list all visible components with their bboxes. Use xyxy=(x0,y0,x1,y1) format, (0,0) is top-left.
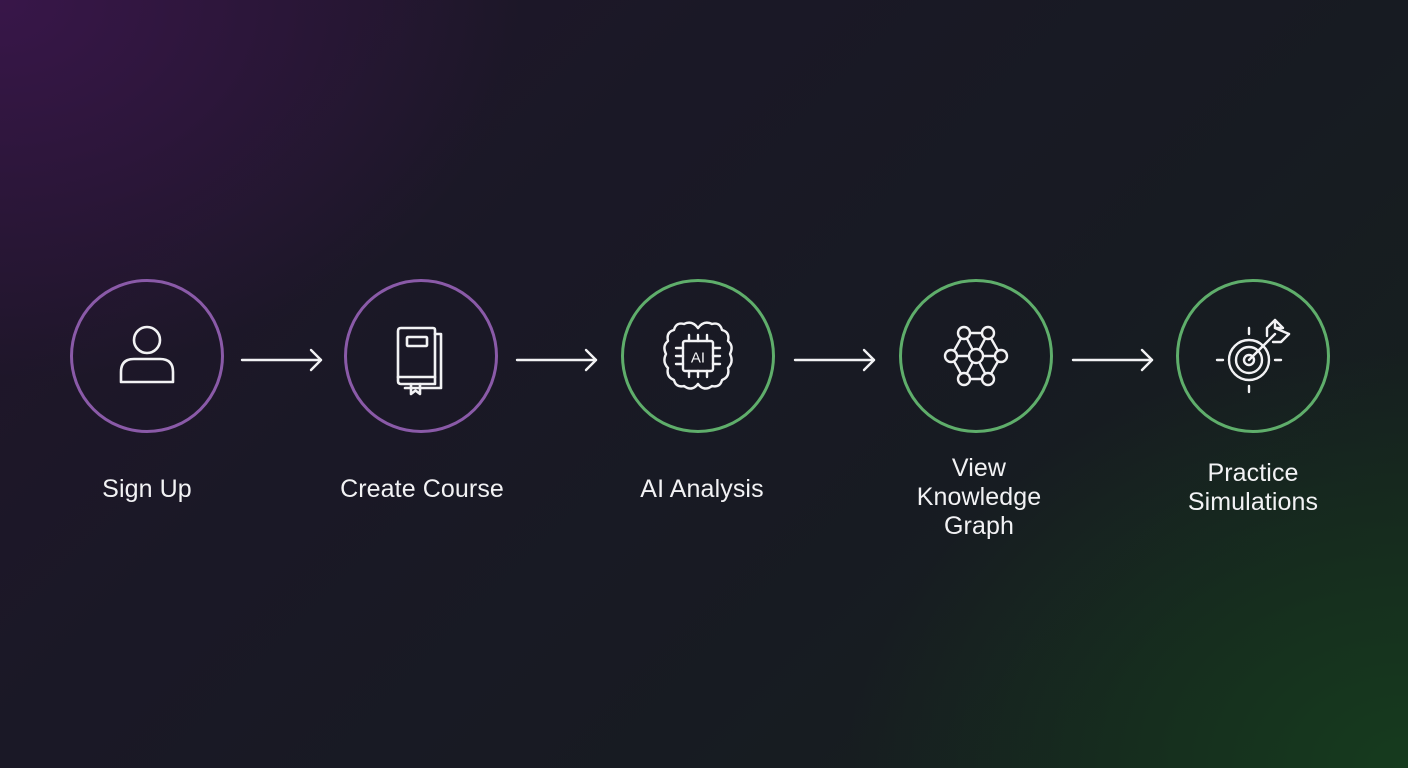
step-ai-analysis-circle: AI xyxy=(621,279,775,433)
step-knowledge-graph-label: View Knowledge Graph xyxy=(869,454,1089,541)
step-create-course-circle xyxy=(344,279,498,433)
step-label-line: AI Analysis xyxy=(640,475,764,503)
step-label-line: Practice xyxy=(1207,459,1299,487)
flow-arrow-3 xyxy=(793,348,877,372)
step-label-line: Graph xyxy=(944,512,1014,540)
right-arrow-icon xyxy=(240,348,323,372)
ai-chip-text: AI xyxy=(691,350,705,367)
step-label-line: Create Course xyxy=(340,475,504,503)
target-arrow-icon xyxy=(1215,318,1291,394)
step-practice-simulations-circle xyxy=(1176,279,1330,433)
user-icon xyxy=(119,325,175,384)
right-arrow-icon xyxy=(1071,348,1154,372)
step-label-line: Simulations xyxy=(1187,488,1319,516)
step-label-line: View xyxy=(951,454,1007,482)
step-label-line: Sign Up xyxy=(102,475,192,503)
step-practice-simulations-label: Practice Simulations xyxy=(1143,459,1363,517)
ai-chip-brain-icon: AI xyxy=(663,321,733,390)
network-graph-icon xyxy=(943,325,1009,387)
flow-arrow-1 xyxy=(240,348,324,372)
step-ai-analysis-label: AI Analysis xyxy=(592,475,812,504)
flow-arrow-2 xyxy=(515,348,599,372)
step-knowledge-graph-circle xyxy=(899,279,1053,433)
right-arrow-icon xyxy=(793,348,876,372)
step-create-course-label: Create Course xyxy=(312,475,532,504)
book-icon xyxy=(396,326,443,396)
step-sign-up-circle xyxy=(70,279,224,433)
flow-arrow-4 xyxy=(1071,348,1155,372)
step-label-line: Knowledge xyxy=(916,483,1042,511)
right-arrow-icon xyxy=(515,348,598,372)
step-sign-up-label: Sign Up xyxy=(37,475,257,504)
